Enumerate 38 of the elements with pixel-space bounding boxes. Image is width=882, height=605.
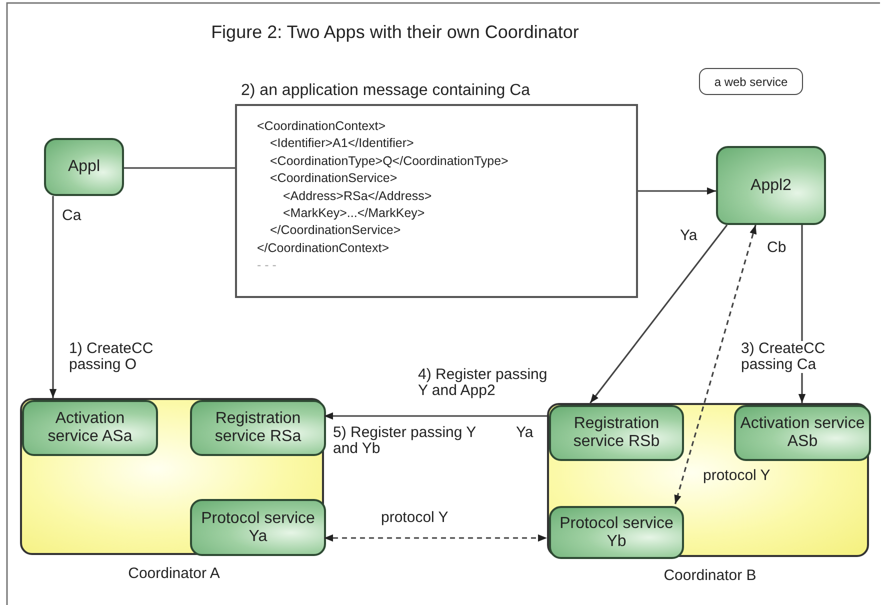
xml-line: <MarkKey>...</MarkKey> <box>283 205 425 222</box>
protocol-label: protocol Y <box>381 510 448 526</box>
service-box: Activation service ASb <box>734 405 871 461</box>
xml-line: <Identifier>A1</Identifier> <box>270 135 414 152</box>
xml-line: </CoordinationService> <box>270 222 401 240</box>
figure-title: Figure 2: Two Apps with their own Coordinator <box>210 22 580 43</box>
app-box: Appl <box>44 138 124 196</box>
arrow <box>590 224 728 404</box>
line-label: Cb <box>767 240 786 256</box>
step-label: 1) CreateCC passing O <box>69 341 154 373</box>
step-label: 5) Register passing Y and Yb <box>333 425 477 457</box>
connector-line <box>124 167 235 169</box>
service-box: Protocol service Ya <box>190 499 326 556</box>
arrow <box>324 412 547 420</box>
xml-line: </CoordinationContext> <box>257 240 390 257</box>
service-box: Registration service RSa <box>190 400 326 456</box>
arrow <box>638 187 716 195</box>
protocol-label: protocol Y <box>703 468 770 484</box>
panel-caption: Coordinator A <box>127 565 221 582</box>
app-box: Appl2 <box>716 146 826 225</box>
message-heading: 2) an application message containing Ca <box>241 82 530 100</box>
panel-caption: Coordinator B <box>662 567 758 584</box>
line-label: Ya <box>680 228 698 244</box>
dashed-arrow <box>324 534 547 542</box>
legend-box: a web service <box>699 68 803 95</box>
xml-line: <CoordinationType>Q</CoordinationType> <box>270 152 508 170</box>
ellipsis-text: - - - <box>257 257 276 274</box>
line-label: Ya <box>516 425 534 441</box>
line-label: Ca <box>62 208 82 224</box>
service-box: Protocol service Yb <box>549 506 684 559</box>
service-box: Registration service RSb <box>549 405 684 461</box>
xml-line: <CoordinationContext> <box>257 118 386 135</box>
step-label: 4) Register passing Y and App2 <box>418 367 548 399</box>
xml-line: <CoordinationService> <box>270 170 398 188</box>
dashed-arrow <box>674 224 757 504</box>
arrow <box>49 196 57 398</box>
xml-line: <Address>RSa</Address> <box>283 188 432 205</box>
service-box: Activation service ASa <box>22 400 158 456</box>
